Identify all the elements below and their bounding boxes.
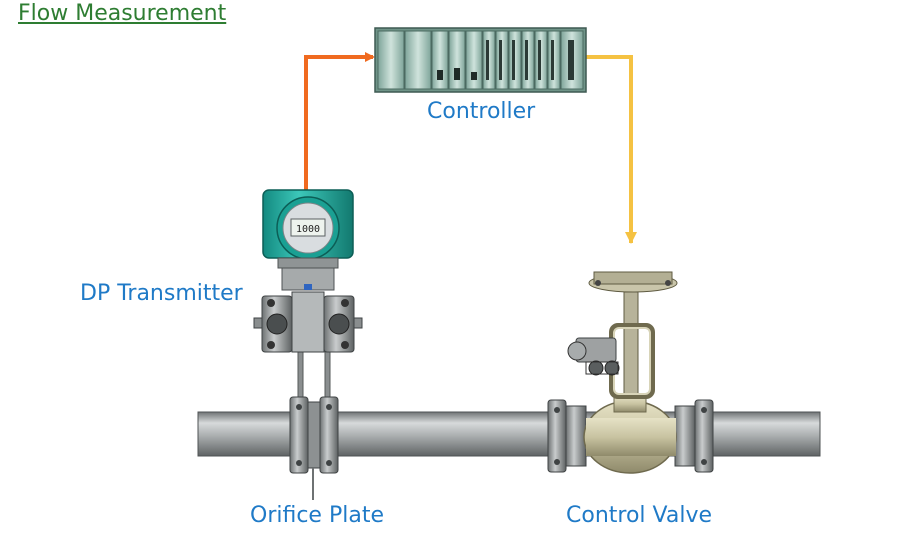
page-title: Flow Measurement xyxy=(18,1,227,26)
controller-label: Controller xyxy=(427,99,536,124)
dp-transmitter: 1000 xyxy=(253,189,363,353)
dp-transmitter-label: DP Transmitter xyxy=(80,281,243,306)
control-valve xyxy=(547,271,714,474)
signal-line-to-controller xyxy=(304,52,375,190)
orifice-plate-label: Orifice Plate xyxy=(250,503,384,528)
signal-line-to-valve xyxy=(586,55,637,244)
controller-rack xyxy=(374,27,587,93)
orifice-flange-assembly xyxy=(289,396,339,500)
control-valve-label: Control Valve xyxy=(566,503,713,528)
transmitter-display-value: 1000 xyxy=(296,224,320,235)
